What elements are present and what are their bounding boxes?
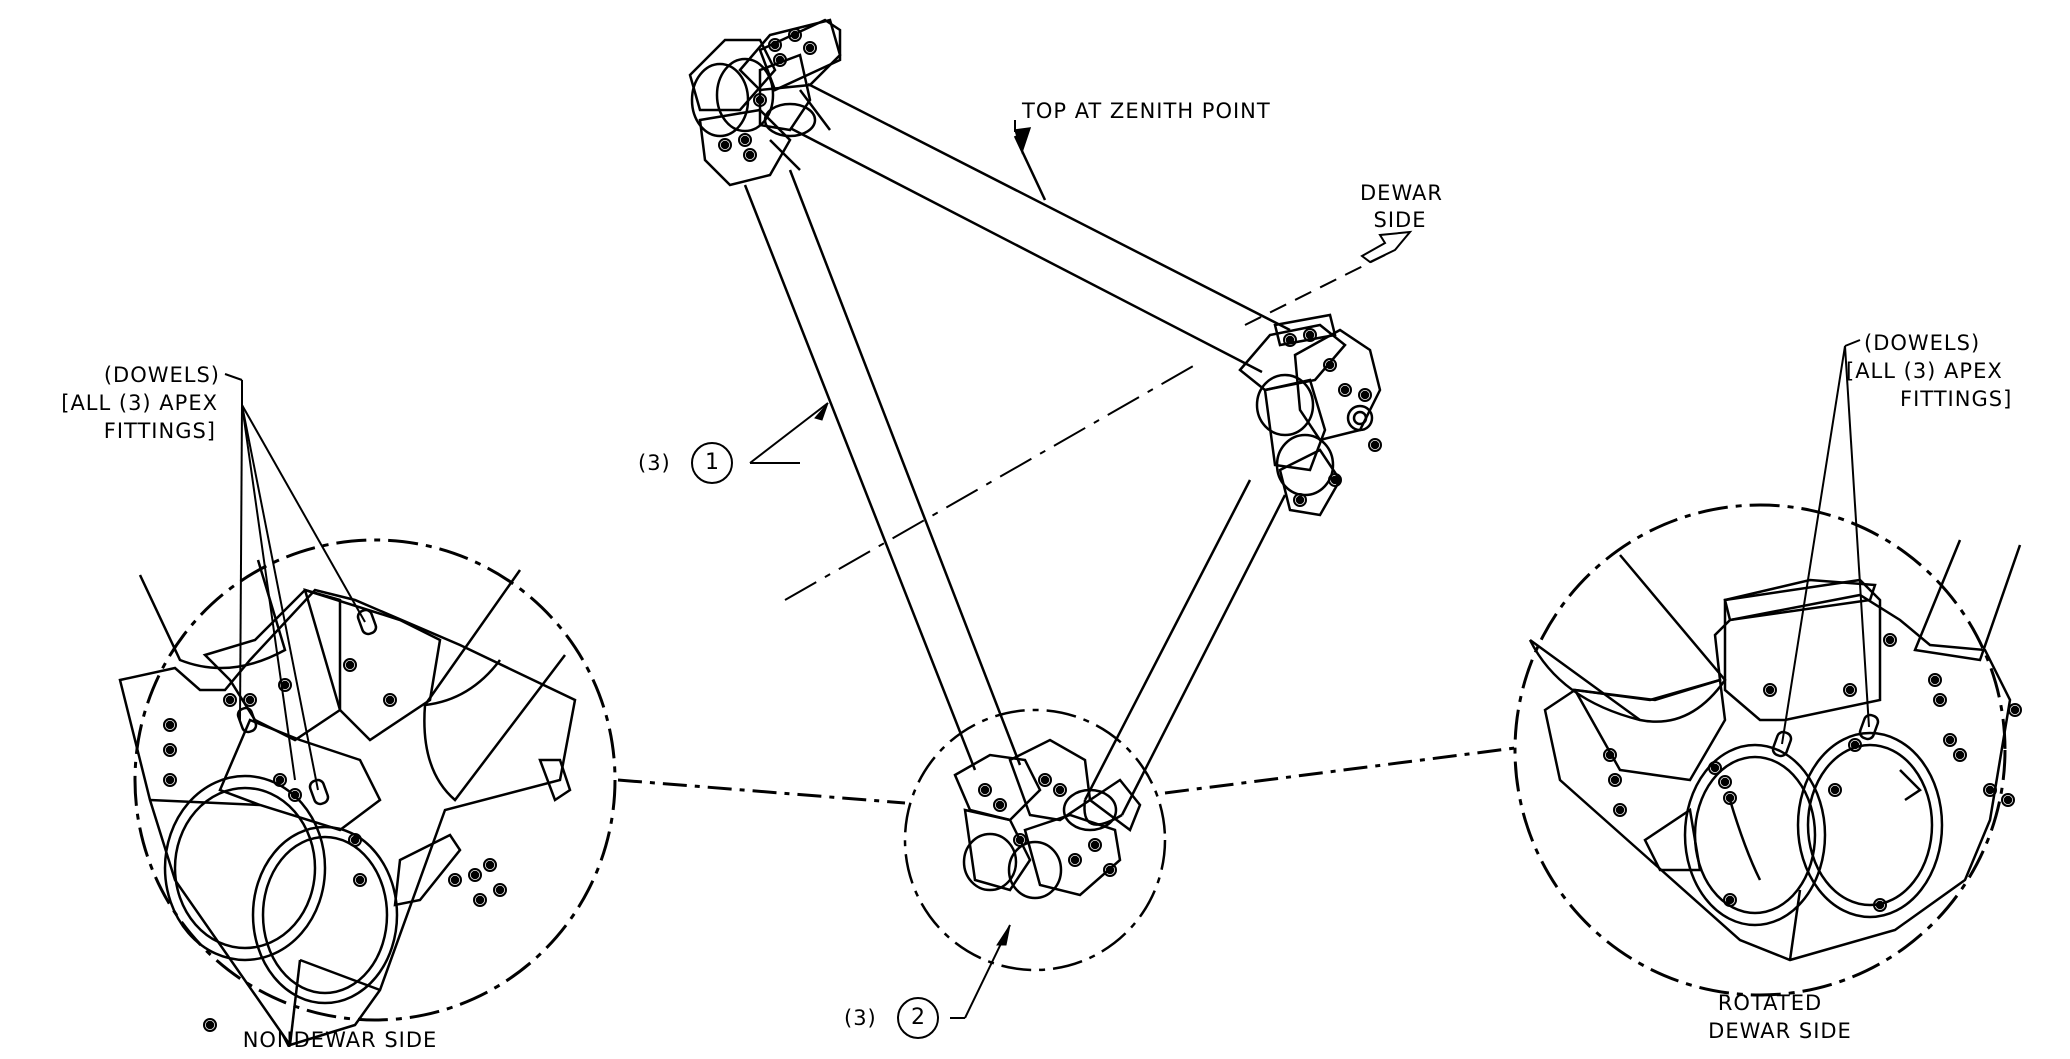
apex-fitting-upper-left <box>688 18 842 187</box>
callout-1-number: 1 <box>705 450 719 475</box>
label-rotated-2: DEWAR SIDE <box>1708 1019 1852 1043</box>
strut-right-outer-edge <box>1120 494 1287 816</box>
detail-circle-right <box>1513 503 2007 997</box>
detail-circle-small <box>903 708 1167 972</box>
detail-view-rotated-dewar <box>1513 339 2023 997</box>
zenith-flag <box>1014 127 1032 155</box>
label-dowels-left-2: [ALL (3) APEX <box>61 391 218 415</box>
callout-2-number: 2 <box>911 1005 925 1030</box>
label-nondewar-side: NONDEWAR SIDE <box>242 1028 438 1052</box>
center-line <box>784 364 1196 601</box>
label-dowels-left-3: FITTINGS] <box>103 419 216 443</box>
label-dowels-right-1: (DOWELS) <box>1864 331 1981 355</box>
apex-fitting-bottom <box>953 738 1142 900</box>
strut-left-outer-edge <box>743 184 977 771</box>
label-dewar-side-2: SIDE <box>1373 208 1427 232</box>
label-top-zenith: TOP AT ZENITH POINT <box>1022 99 1271 123</box>
label-dowels-left-1: (DOWELS) <box>103 363 220 387</box>
strut-top-lower-edge <box>789 126 1263 374</box>
detail-link-right <box>1164 746 1516 795</box>
detail-circle-left <box>133 538 617 1022</box>
label-dewar-side-1: DEWAR <box>1360 181 1444 205</box>
callout-2-bubble <box>897 997 939 1039</box>
detail-link-left <box>617 778 906 805</box>
main-assembly <box>617 18 1516 1039</box>
dewar-direction-arrow <box>1360 230 1413 264</box>
strut-right-inner-edge <box>1083 479 1252 801</box>
label-dowels-right-3: FITTINGS] <box>1900 387 2013 411</box>
label-rotated-1: ROTATED <box>1717 991 1823 1015</box>
detail-view-nondewar <box>118 373 617 1047</box>
callout-1-bubble <box>691 442 733 484</box>
dewar-direction-line <box>1244 254 1386 326</box>
callout-1-qty: (3) <box>638 451 671 475</box>
strut-left-inner-edge <box>788 169 1022 766</box>
strut-top-upper-edge <box>807 82 1291 332</box>
label-dowels-right-2: [ALL (3) APEX <box>1846 359 2003 383</box>
callout-2-qty: (3) <box>844 1006 877 1030</box>
callout-1-leader-b <box>749 402 829 464</box>
apex-fitting-right <box>1238 313 1383 517</box>
